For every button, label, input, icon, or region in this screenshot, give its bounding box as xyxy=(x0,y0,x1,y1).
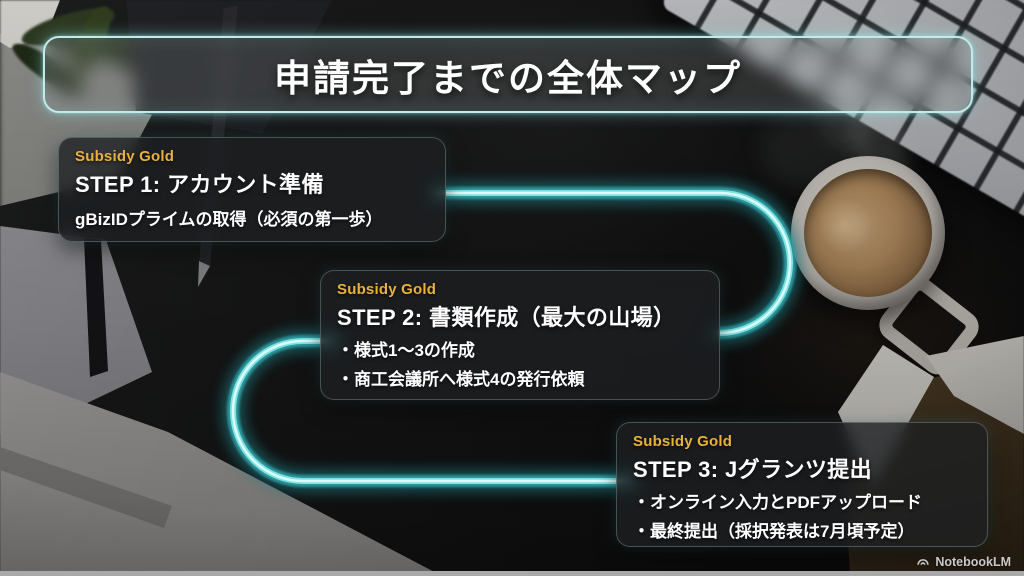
step-card-2: Subsidy Gold STEP 2: 書類作成（最大の山場） ・様式1～3の… xyxy=(320,270,720,400)
step-1-detail: gBizIDプライムの取得（必須の第一歩） xyxy=(75,210,383,229)
step-1-heading: STEP 1: アカウント準備 xyxy=(75,172,324,197)
watermark: NotebookLM xyxy=(916,555,1011,569)
coffee-crema xyxy=(818,196,872,255)
step-3-detail: ・最終提出（採択発表は7月頃予定） xyxy=(633,522,915,541)
notebooklm-icon xyxy=(917,559,929,566)
step-card-3: Subsidy Gold STEP 3: Jグランツ提出 ・オンライン入力とPD… xyxy=(616,422,988,547)
title-banner: 申請完了までの全体マップ xyxy=(43,36,973,113)
bottom-strip xyxy=(0,571,1024,576)
step-3-detail: ・オンライン入力とPDFアップロード xyxy=(633,493,922,512)
step-card-1: Subsidy Gold STEP 1: アカウント準備 gBizIDプライムの… xyxy=(58,137,446,242)
badge-subsidy-gold: Subsidy Gold xyxy=(75,148,175,165)
step-3-heading: STEP 3: Jグランツ提出 xyxy=(633,457,873,482)
step-2-heading: STEP 2: 書類作成（最大の山場） xyxy=(337,305,676,330)
badge-subsidy-gold: Subsidy Gold xyxy=(337,281,437,298)
slide-title: 申請完了までの全体マップ xyxy=(274,57,742,99)
badge-subsidy-gold: Subsidy Gold xyxy=(633,433,733,450)
step-2-detail: ・商工会議所へ様式4の発行依頼 xyxy=(337,370,585,389)
coffee-cup xyxy=(791,156,945,310)
watermark-label: NotebookLM xyxy=(935,555,1011,569)
step-2-detail: ・様式1～3の作成 xyxy=(337,341,475,360)
